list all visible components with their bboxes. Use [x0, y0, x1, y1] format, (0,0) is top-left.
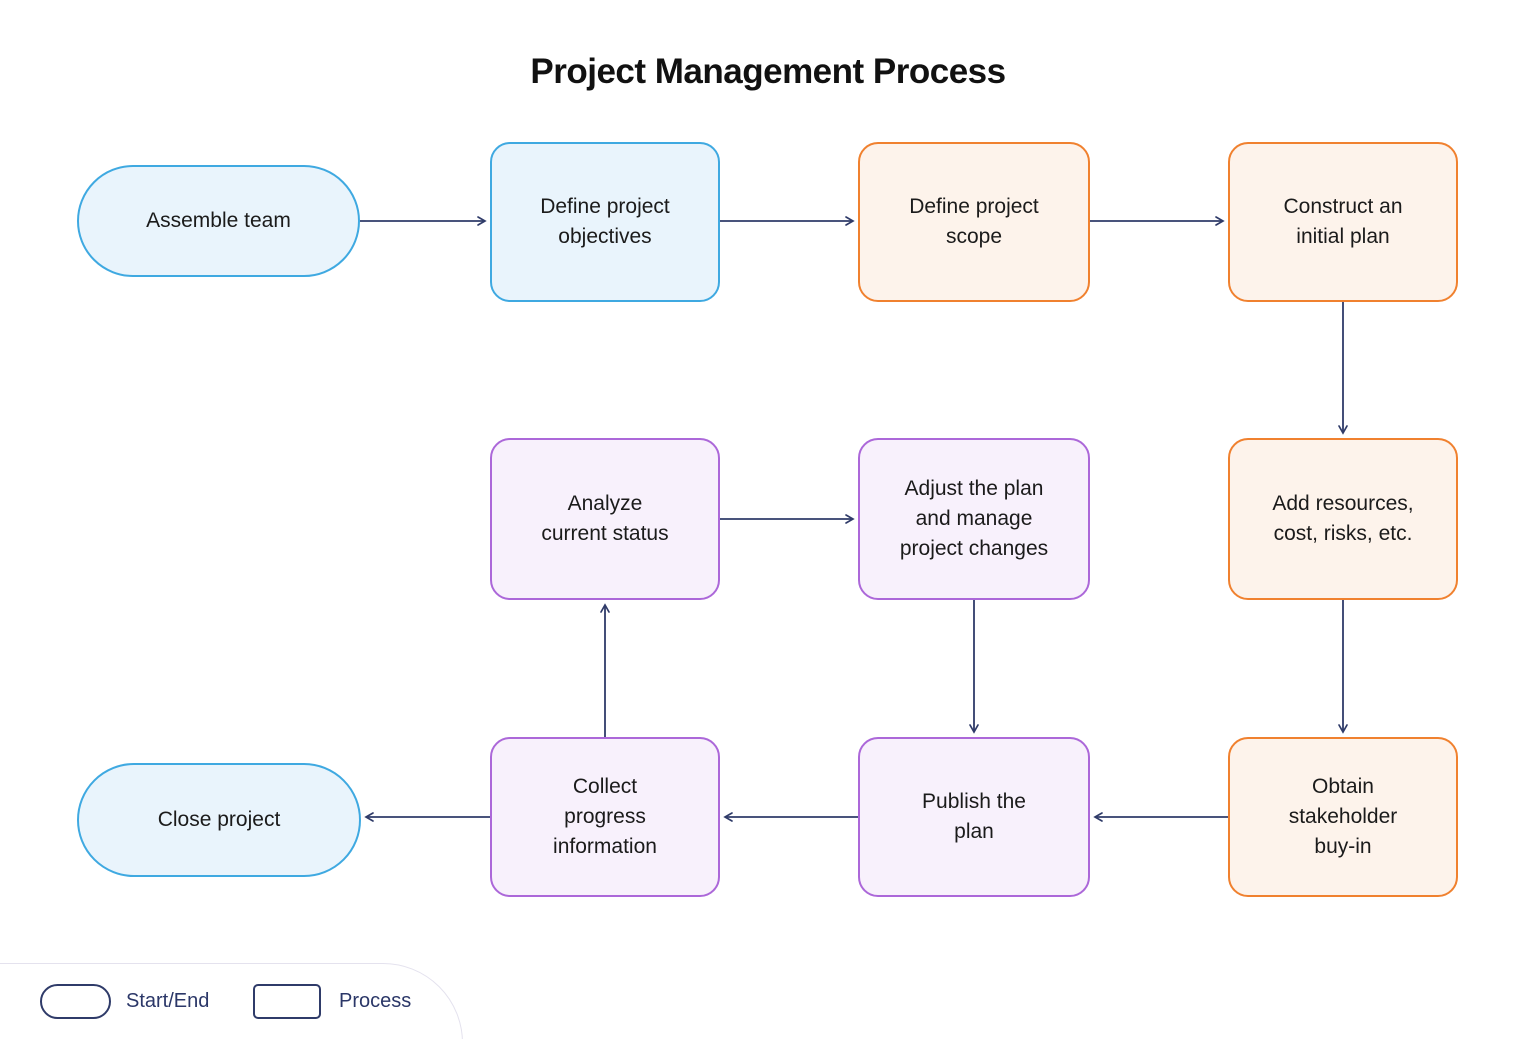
legend-process-label: Process: [339, 990, 412, 1012]
node-collect-progress-information: Collect progress information: [490, 737, 720, 897]
node-construct-initial-plan: Construct an initial plan: [1228, 142, 1458, 302]
diagram-title: Project Management Process: [530, 52, 1006, 91]
node-define-project-scope: Define project scope: [858, 142, 1090, 302]
node-assemble-team: Assemble team: [77, 165, 360, 277]
node-publish-the-plan: Publish the plan: [858, 737, 1090, 897]
legend-process-shape: [253, 984, 321, 1019]
node-add-resources-cost-risks: Add resources, cost, risks, etc.: [1228, 438, 1458, 600]
node-close-project: Close project: [77, 763, 361, 877]
node-obtain-stakeholder-buyin: Obtain stakeholder buy-in: [1228, 737, 1458, 897]
node-adjust-plan-manage-changes: Adjust the plan and manage project chang…: [858, 438, 1090, 600]
legend-start-end-shape: [40, 984, 111, 1019]
legend-start-end-label: Start/End: [126, 990, 210, 1012]
node-define-project-objectives: Define project objectives: [490, 142, 720, 302]
node-analyze-current-status: Analyze current status: [490, 438, 720, 600]
